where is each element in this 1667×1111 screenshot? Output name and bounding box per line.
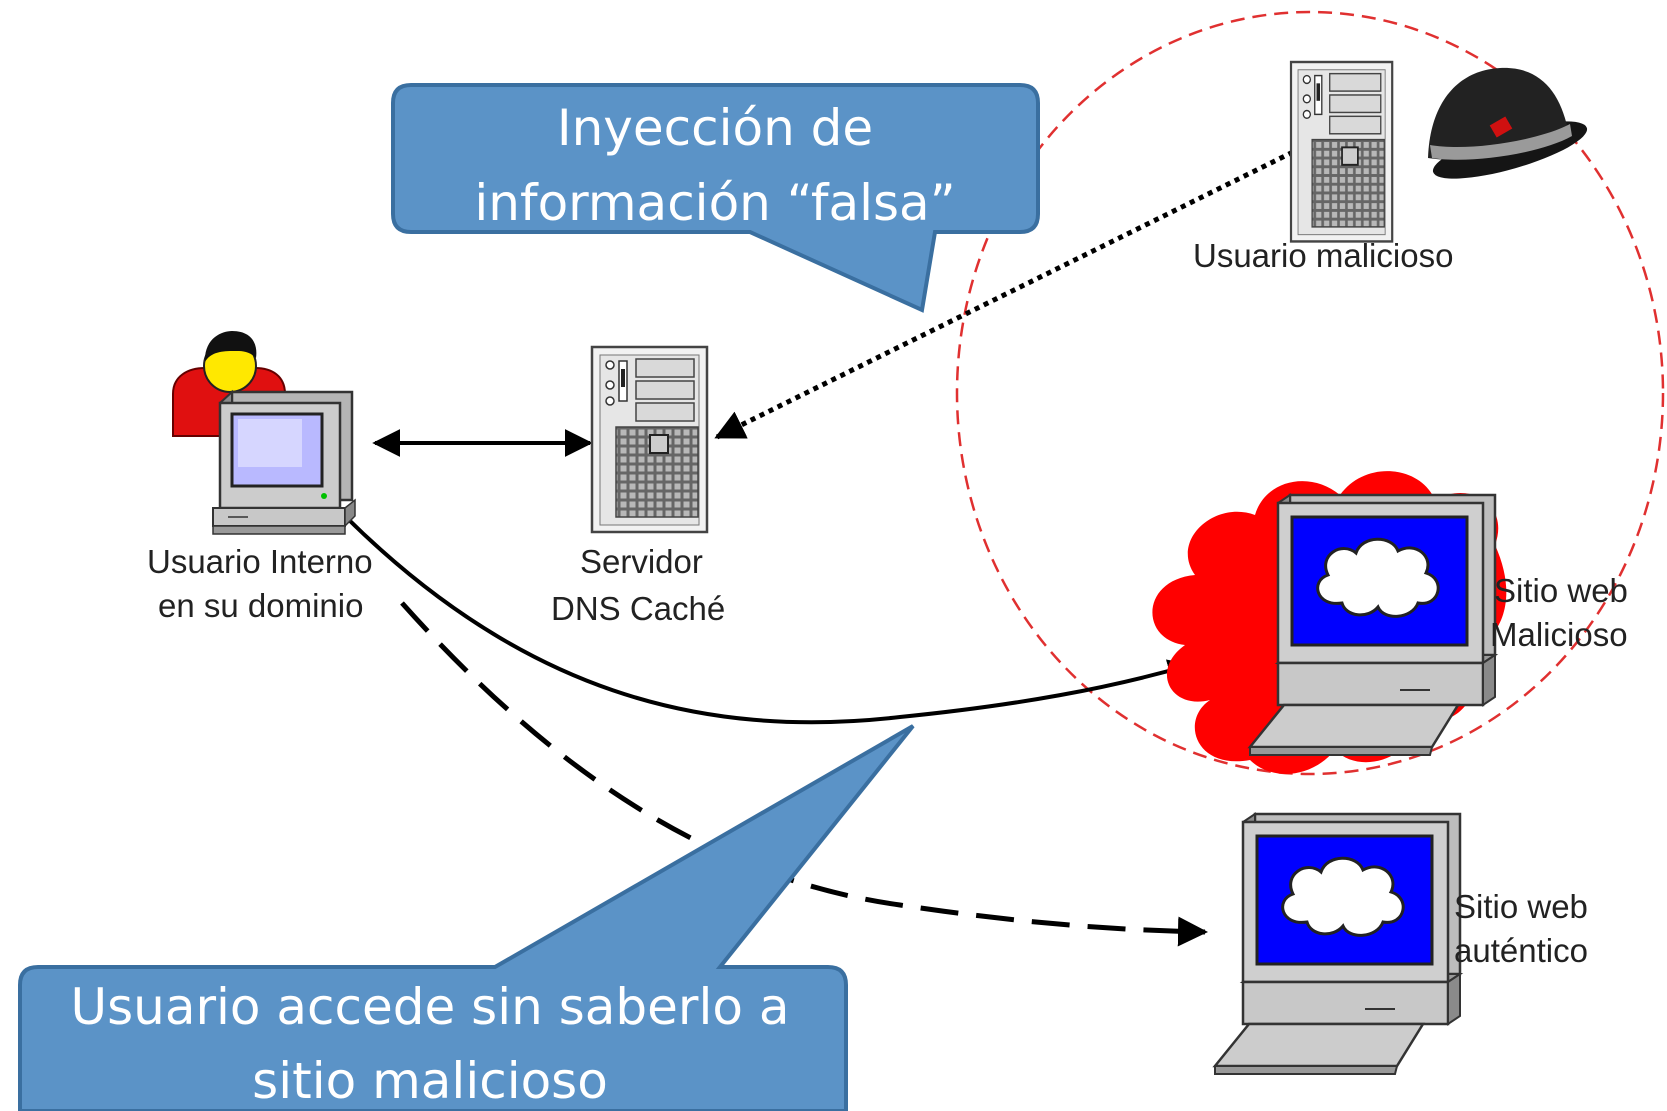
access-callout-line2: sitio malicioso [252, 1052, 608, 1110]
expected-dashed-arrow [400, 601, 1208, 947]
malicious-site-label-line2: Malicioso [1490, 616, 1628, 653]
malicious-zone-boundary [955, 10, 1665, 776]
internal-user-icon [172, 331, 356, 535]
redirect-solid-arrow [343, 514, 1193, 725]
black-hat-icon [1428, 67, 1588, 179]
malicious-user-label: Usuario malicioso [1193, 237, 1453, 274]
dns-server-label-line1: Servidor [580, 543, 703, 580]
access-callout [18, 724, 915, 1111]
injection-callout-line1: Inyección de [557, 99, 873, 157]
access-callout-line1: Usuario accede sin saberlo a [71, 978, 790, 1036]
malicious-site-label-line1: Sitio web [1494, 572, 1628, 609]
injection-dotted-arrow [714, 149, 1295, 440]
dns-server-label-line2: DNS Caché [551, 590, 725, 627]
authentic-site-computer-icon [1213, 812, 1462, 1076]
authentic-site-label-line1: Sitio web [1454, 888, 1588, 925]
injection-callout [391, 83, 1040, 313]
authentic-site-label-line2: auténtico [1454, 932, 1588, 969]
dns-server-icon [590, 345, 709, 534]
internal-user-label-line1: Usuario Interno [147, 543, 373, 580]
internal-user-label-line2: en su dominio [158, 587, 363, 624]
malicious-site-computer-icon [1248, 493, 1497, 757]
injection-callout-line2: información “falsa” [474, 174, 955, 232]
malicious-server-icon [1289, 60, 1394, 243]
